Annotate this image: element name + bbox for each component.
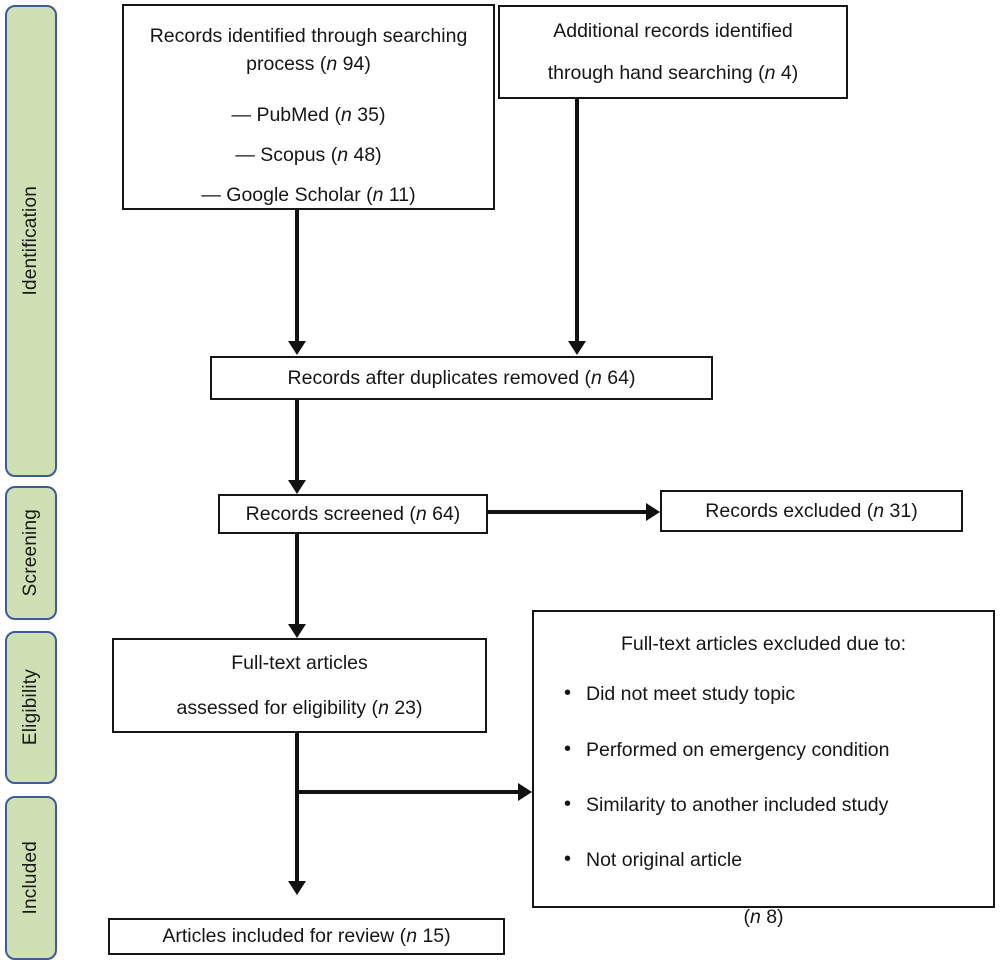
node-articles-included: Articles included for review (n 15) — [108, 918, 505, 955]
exclusion-reason-item: Performed on emergency condition — [560, 735, 993, 764]
connector-duplicates-to-screened — [295, 400, 299, 480]
fulltext-assessed-line1: Full-text articles — [231, 652, 368, 675]
exclusion-reason-item: Not original article — [560, 845, 993, 874]
arrowhead-screened-to-fulltext — [288, 624, 306, 638]
node-records-excluded: Records excluded (n 31) — [660, 490, 963, 532]
arrowhead-duplicates-to-screened — [288, 480, 306, 494]
records-screened-line1: Records screened (n 64) — [245, 502, 461, 525]
node-duplicates-removed: Records after duplicates removed (n 64) — [210, 356, 713, 400]
phase-screening: Screening — [5, 486, 57, 620]
exclusion-reason-item: Similarity to another included study — [560, 790, 993, 819]
node-fulltext-assessed: Full-text articles assessed for eligibil… — [112, 638, 487, 733]
records-identified-line2: process (n 94) — [246, 53, 371, 76]
arrowhead-fulltext-to-included — [288, 881, 306, 895]
arrowhead-additional-to-duplicates — [568, 341, 586, 355]
connector-fulltext-to-included — [295, 733, 299, 881]
fulltext-excluded-count: (n 8) — [743, 906, 784, 929]
fulltext-assessed-line2: assessed for eligibility (n 23) — [176, 696, 423, 719]
articles-included-line1: Articles included for review (n 15) — [162, 925, 451, 948]
connector-identified-to-duplicates — [295, 209, 299, 341]
node-additional-records: Additional records identified through ha… — [498, 5, 848, 99]
phase-identification: Identification — [5, 5, 57, 477]
fulltext-excluded-reason-list: Did not meet study topic Performed on em… — [534, 679, 993, 901]
duplicates-removed-line1: Records after duplicates removed (n 64) — [287, 366, 636, 389]
source-pubmed: — PubMed (n 35) — [231, 103, 386, 126]
additional-records-line2: through hand searching (n 4) — [547, 62, 799, 84]
arrowhead-screened-to-excluded — [646, 503, 660, 521]
fulltext-excluded-title: Full-text articles excluded due to: — [620, 633, 907, 655]
additional-records-line1: Additional records identified — [553, 19, 793, 42]
source-scopus: — Scopus (n 48) — [235, 143, 382, 166]
records-identified-sources: — PubMed (n 35) — Scopus (n 48) — Google… — [124, 101, 493, 210]
records-identified-line1: Records identified through searching — [149, 25, 468, 47]
arrowhead-fulltext-to-excluded-reasons — [518, 783, 532, 801]
phase-included-label: Included — [20, 841, 41, 915]
node-fulltext-excluded: Full-text articles excluded due to: Did … — [532, 610, 995, 928]
phase-eligibility: Eligibility — [5, 631, 57, 784]
phase-eligibility-label: Eligibility — [20, 669, 41, 746]
arrowhead-identified-to-duplicates — [288, 341, 306, 355]
connector-additional-to-duplicates — [575, 99, 579, 341]
source-google-scholar: — Google Scholar (n 11) — [201, 184, 416, 207]
records-excluded-line1: Records excluded (n 31) — [705, 499, 918, 522]
node-records-identified: Records identified through searching pro… — [122, 4, 495, 210]
phase-included: Included — [5, 796, 57, 960]
connector-fulltext-to-excluded-reasons — [295, 790, 518, 794]
connector-screened-to-fulltext — [295, 534, 299, 624]
exclusion-reason-item: Did not meet study topic — [560, 679, 993, 708]
node-records-screened: Records screened (n 64) — [218, 494, 488, 534]
phase-identification-label: Identification — [20, 186, 41, 296]
phase-screening-label: Screening — [20, 509, 41, 597]
connector-screened-to-excluded — [488, 510, 646, 514]
